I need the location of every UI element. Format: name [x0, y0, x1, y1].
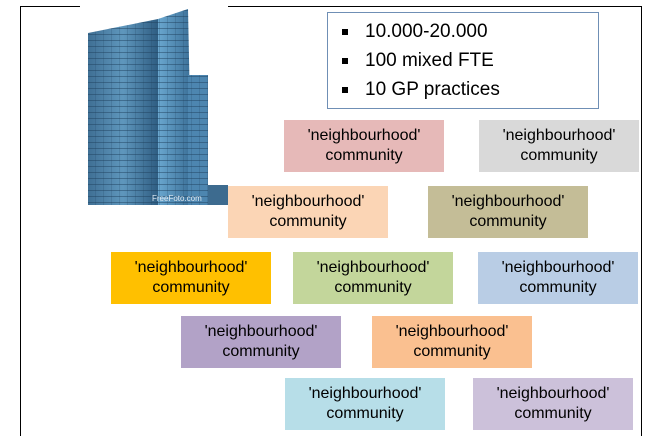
neighbourhood-community-box: 'neighbourhood'community: [111, 252, 271, 304]
neighbourhood-community-box: 'neighbourhood'community: [293, 252, 453, 304]
neighbourhood-community-box: 'neighbourhood'community: [228, 186, 388, 238]
neighbourhood-community-box: 'neighbourhood'community: [479, 120, 639, 172]
neighbourhood-community-box: 'neighbourhood'community: [284, 120, 444, 172]
bullet-square-icon: [342, 86, 348, 93]
bullet-square-icon: [342, 57, 348, 64]
bullet-item: 10 GP practices: [342, 75, 598, 104]
neighbourhood-community-box: 'neighbourhood'community: [473, 378, 633, 430]
neighbourhood-community-box: 'neighbourhood'community: [372, 316, 532, 368]
bullet-square-icon: [342, 28, 348, 35]
bullet-item: 10.000-20.000: [342, 17, 598, 46]
summary-bullet-list: 10.000-20.000 100 mixed FTE 10 GP practi…: [327, 12, 599, 109]
neighbourhood-community-box: 'neighbourhood'community: [478, 252, 638, 304]
office-building-image: FreeFoto.com: [80, 5, 228, 205]
bullet-item: 100 mixed FTE: [342, 46, 598, 75]
neighbourhood-community-box: 'neighbourhood'community: [428, 186, 588, 238]
neighbourhood-community-box: 'neighbourhood'community: [285, 378, 445, 430]
neighbourhood-community-box: 'neighbourhood'community: [181, 316, 341, 368]
photo-watermark: FreeFoto.com: [152, 194, 202, 203]
